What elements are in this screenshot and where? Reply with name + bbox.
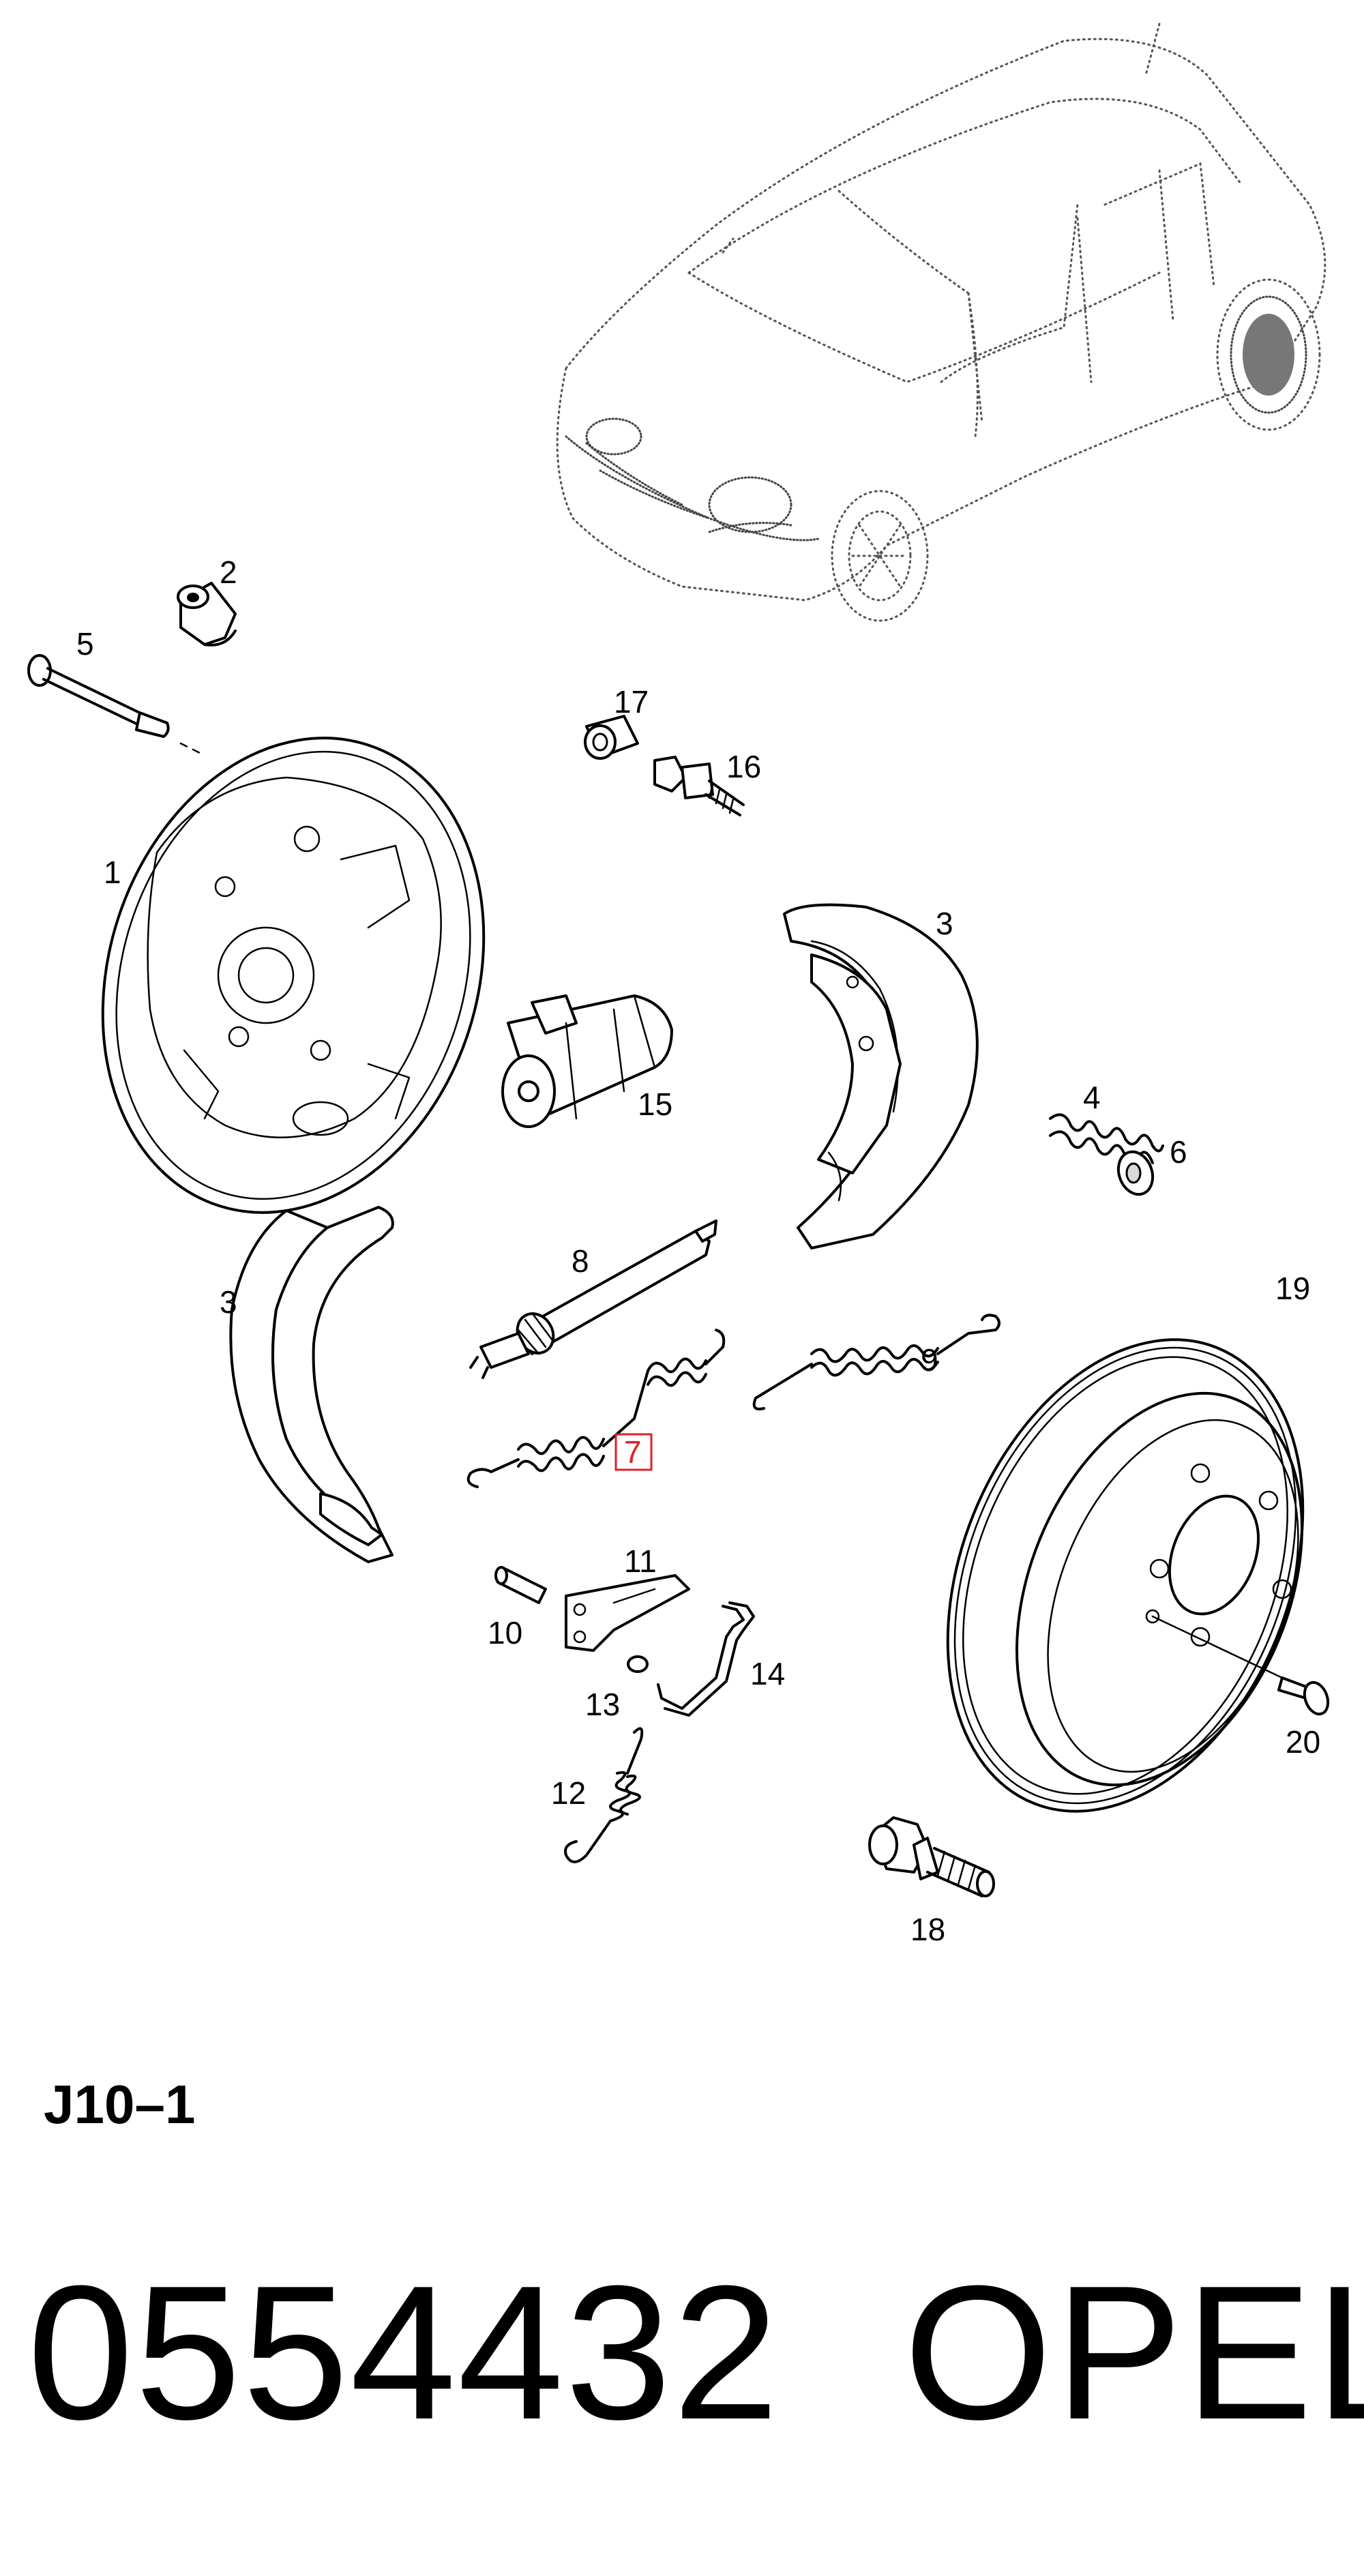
- car-illustration: [556, 23, 1326, 622]
- callout-7-highlight-box: [614, 1433, 653, 1471]
- callout-3-upper: 3: [936, 906, 953, 941]
- callout-2: 2: [220, 554, 237, 590]
- part-14-strut: [657, 1601, 755, 1717]
- part-8-adjuster: [469, 1219, 717, 1379]
- callout-7[interactable]: 7: [624, 1434, 642, 1470]
- part-1-backing-plate: [101, 737, 486, 1214]
- callout-9: 9: [921, 1342, 938, 1378]
- part-19-brake-drum: [946, 1338, 1305, 1813]
- callout-19: 19: [1275, 1271, 1310, 1306]
- callout-8: 8: [572, 1243, 589, 1279]
- part-number: 0554432: [27, 2247, 781, 2459]
- part-7-spring: [466, 1329, 726, 1488]
- part-10-pin: [494, 1566, 547, 1604]
- part-16-bleeder-screw: [653, 756, 745, 816]
- callout-labels: 2 5 1 17 16 3 15 4 6 8 3 19 9 7 11 10 14…: [76, 554, 1320, 1947]
- callout-18: 18: [910, 1912, 945, 1947]
- part-6-washer: [1116, 1150, 1155, 1196]
- callout-6: 6: [1170, 1134, 1187, 1170]
- part-18-wheel-bolt: [868, 1816, 995, 1897]
- callout-17: 17: [614, 684, 649, 720]
- callout-3-lower: 3: [220, 1284, 237, 1320]
- brand-name: OPEL: [904, 2247, 1364, 2459]
- part-3-brake-shoe-upper: [783, 903, 979, 1249]
- part-3-brake-shoe-lower: [229, 1206, 394, 1563]
- part-5-retaining-pin: [27, 654, 203, 755]
- callout-16: 16: [726, 749, 761, 784]
- callout-4: 4: [1083, 1080, 1101, 1115]
- part-12-spring: [564, 1727, 644, 1863]
- callout-11: 11: [624, 1543, 657, 1579]
- part-20-screw: [1277, 1676, 1330, 1716]
- callout-12: 12: [551, 1775, 586, 1811]
- part-15-wheel-cylinder: [501, 994, 673, 1128]
- diagram-page-code: J10–1: [44, 2074, 196, 2135]
- callout-13: 13: [585, 1687, 620, 1722]
- part-13-clip: [627, 1655, 649, 1673]
- part-9-spring: [752, 1314, 1000, 1410]
- part-4-spring: [1049, 1113, 1164, 1164]
- part-17-sleeve: [584, 715, 639, 760]
- callout-10: 10: [488, 1615, 522, 1650]
- callout-14: 14: [750, 1656, 785, 1691]
- callout-20: 20: [1286, 1724, 1320, 1760]
- part-11-lever: [565, 1574, 690, 1652]
- callout-1: 1: [104, 855, 121, 890]
- callout-5: 5: [76, 626, 94, 662]
- part-2-bleeder-cap: [177, 582, 237, 647]
- callout-15: 15: [638, 1086, 672, 1122]
